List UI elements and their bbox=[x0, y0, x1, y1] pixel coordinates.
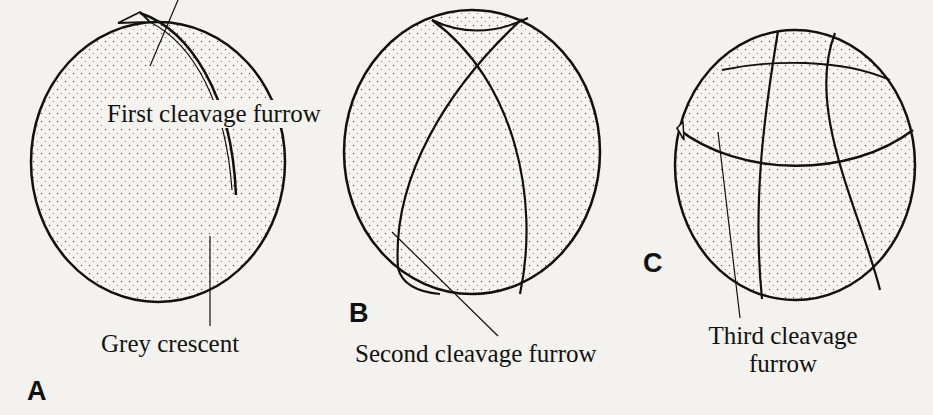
egg-b bbox=[344, 10, 600, 336]
figure-letter: A bbox=[24, 376, 50, 406]
egg-c bbox=[675, 30, 915, 318]
figure-letter: C bbox=[640, 248, 666, 278]
figure-letter: B bbox=[346, 298, 372, 328]
leader-line bbox=[718, 132, 740, 318]
region-label: Grey crescent bbox=[98, 330, 242, 358]
leader-line bbox=[392, 232, 498, 336]
leader-line bbox=[150, 0, 178, 66]
leader-line bbox=[209, 236, 210, 326]
furrow-label: First cleavage furrow bbox=[104, 100, 324, 128]
furrow-label: Second cleavage furrow bbox=[352, 340, 600, 368]
egg-a bbox=[31, 0, 285, 326]
furrow-label: Third cleavage furrow bbox=[690, 322, 876, 378]
